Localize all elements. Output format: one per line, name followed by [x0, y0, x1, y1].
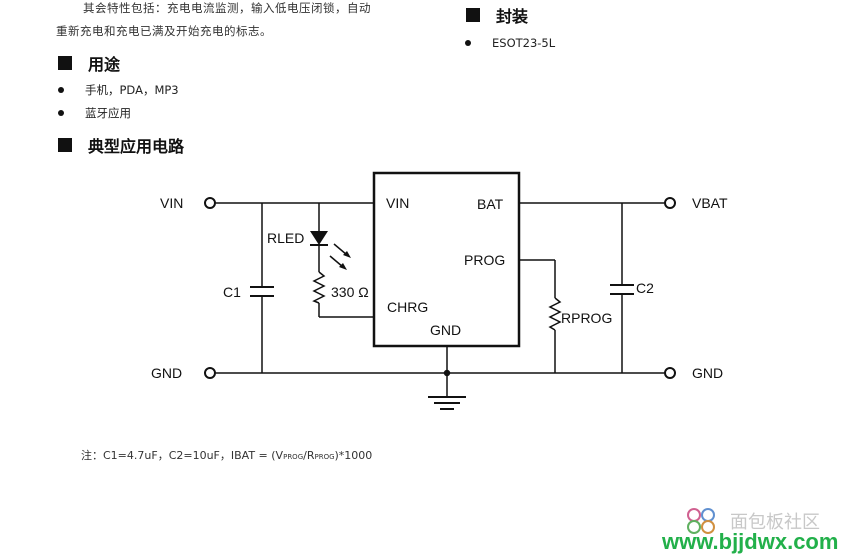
- ic-pin-bat: BAT: [477, 196, 504, 212]
- vbat-terminal: [664, 197, 676, 209]
- led-icon: [310, 231, 328, 245]
- watermark-url: www.bjjdwx.com: [662, 529, 839, 554]
- resistor-rprog: [548, 297, 562, 331]
- uses-item-1: 手机，PDA，MP3: [58, 82, 179, 98]
- section-square-icon: [58, 138, 72, 152]
- note-suffix: )*1000: [334, 449, 373, 462]
- ic-pin-chrg: CHRG: [387, 299, 428, 315]
- vbat-label: VBAT: [692, 195, 728, 211]
- gnd-left-label: GND: [151, 365, 182, 381]
- c1-label: C1: [223, 284, 241, 300]
- ic-pin-vin: VIN: [386, 195, 409, 211]
- bullet-icon: [58, 110, 64, 116]
- ic-pin-prog: PROG: [464, 252, 505, 268]
- circuit-heading: 典型应用电路: [58, 133, 184, 157]
- resistor-330: [312, 271, 326, 304]
- ic-pin-gnd: GND: [430, 322, 461, 338]
- gnd-right-label: GND: [692, 365, 723, 381]
- note-mid: /R: [303, 449, 315, 462]
- uses-item-1-text: 手机，PDA，MP3: [85, 83, 179, 97]
- r330-label: 330 Ω: [331, 284, 369, 300]
- uses-item-2-text: 蓝牙应用: [85, 106, 131, 120]
- vin-terminal: [204, 197, 216, 209]
- rprog-label: RPROG: [561, 310, 612, 326]
- gnd-left-terminal: [204, 367, 216, 379]
- note-sub-rprog: PROG: [314, 453, 335, 461]
- bullet-icon: [58, 87, 64, 93]
- package-item: ESOT23-5L: [465, 36, 555, 50]
- intro-line-2: 重新充电和充电已满及开始充电的标志。: [56, 24, 272, 38]
- package-heading: 封装: [466, 3, 528, 27]
- c2-label: C2: [636, 280, 654, 296]
- uses-heading-text: 用途: [88, 55, 121, 74]
- section-square-icon: [466, 8, 480, 22]
- formula-note: 注：C1=4.7uF，C2=10uF，IBAT = (VPROG/RPROG)*…: [81, 447, 372, 463]
- note-prefix: 注：C1=4.7uF，C2=10uF，IBAT = (V: [81, 449, 284, 462]
- watermark-cn: 面包板社区: [730, 512, 820, 533]
- uses-item-2: 蓝牙应用: [58, 105, 131, 121]
- note-sub-vprog: PROG: [283, 453, 304, 461]
- intro-line-1: 其会特性包括：充电电流监测，输入低电压闭锁，自动: [83, 1, 371, 15]
- package-item-text: ESOT23-5L: [492, 36, 556, 50]
- watermark-logo-icon: [687, 508, 715, 534]
- gnd-right-terminal: [664, 367, 676, 379]
- section-square-icon: [58, 56, 72, 70]
- package-heading-text: 封装: [496, 7, 529, 26]
- uses-heading: 用途: [58, 51, 120, 75]
- bullet-icon: [465, 40, 471, 46]
- rled-label: RLED: [267, 230, 304, 246]
- circuit-heading-text: 典型应用电路: [88, 137, 185, 156]
- vin-label: VIN: [160, 195, 183, 211]
